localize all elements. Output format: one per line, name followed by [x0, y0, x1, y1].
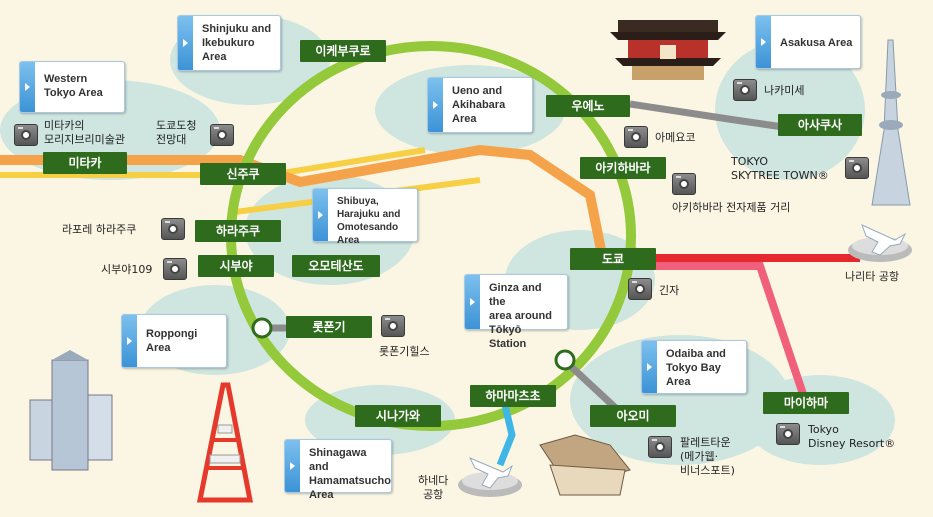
area-ueno-akihabara[interactable]: Ueno and Akihabara Area	[427, 77, 533, 133]
haneda-airport-icon	[458, 457, 522, 497]
camera-icon[interactable]	[163, 258, 187, 280]
camera-icon[interactable]	[210, 124, 234, 146]
camera-icon[interactable]	[624, 126, 648, 148]
station-roppongi[interactable]: 롯폰기	[286, 316, 372, 338]
chevron-right-icon	[285, 440, 300, 492]
station-shinjuku[interactable]: 신주쿠	[200, 163, 286, 185]
station-ueno[interactable]: 우에노	[546, 95, 630, 117]
chevron-right-icon	[465, 275, 480, 329]
buildings-icon	[29, 350, 113, 471]
chevron-right-icon	[428, 78, 443, 132]
rinkai-line	[561, 357, 623, 415]
big-sight-icon	[539, 434, 631, 496]
spot-shibuya109[interactable]: 시부야109	[101, 263, 153, 276]
camera-icon[interactable]	[648, 436, 672, 458]
area-label: Shinjuku and Ikebukuro Area	[202, 23, 272, 63]
tokyo-tower-icon	[196, 382, 254, 503]
station-ikebukuro[interactable]: 이케부쿠로	[300, 40, 386, 62]
camera-icon[interactable]	[672, 173, 696, 195]
camera-icon[interactable]	[733, 79, 757, 101]
area-label: Roppongi Area	[146, 328, 198, 354]
kaminarimon-icon	[610, 20, 726, 80]
station-shibuya[interactable]: 시부야	[198, 255, 274, 277]
area-label: Ueno and Akihabara Area	[452, 85, 506, 125]
monorail-line	[496, 404, 516, 467]
camera-icon[interactable]	[845, 157, 869, 179]
transfer-roppongi	[251, 317, 273, 339]
spot-disney[interactable]: Tokyo Disney Resort®	[808, 423, 896, 450]
station-shinagawa[interactable]: 시나가와	[355, 405, 441, 427]
spot-mitaka-museum[interactable]: 미타카의 모리지브리미술관	[44, 119, 125, 146]
spot-roppongi-hills[interactable]: 롯폰기힐스	[379, 345, 430, 358]
camera-icon[interactable]	[14, 124, 38, 146]
chuo-line	[0, 144, 607, 256]
area-shinagawa[interactable]: Shinagawa and Hamamatsucho Area	[284, 439, 392, 501]
camera-icon[interactable]	[776, 423, 800, 445]
skytree-icon	[871, 39, 911, 206]
area-label: Ginza and the area around Tōkyō Station	[489, 282, 552, 350]
area-label: Shibuya, Harajuku and Omotesando Area	[337, 196, 401, 246]
chevron-right-icon	[756, 16, 771, 68]
station-akihabara[interactable]: 아키하바라	[580, 157, 666, 179]
station-tokyo[interactable]: 도쿄	[570, 248, 656, 270]
camera-icon[interactable]	[161, 218, 185, 240]
spot-laforet[interactable]: 라포레 하라주쿠	[62, 223, 137, 236]
area-label: Shinagawa and Hamamatsucho Area	[309, 447, 391, 501]
spot-ginza[interactable]: 긴자	[659, 284, 680, 297]
chevron-right-icon	[642, 341, 657, 393]
spot-ameyoko[interactable]: 아메요코	[655, 131, 696, 144]
station-aomi[interactable]: 아오미	[590, 405, 676, 427]
area-roppongi[interactable]: Roppongi Area	[121, 314, 227, 368]
area-ginza[interactable]: Ginza and the area around Tōkyō Station	[464, 274, 568, 350]
station-harajuku[interactable]: 하라주쿠	[195, 220, 281, 242]
area-odaiba[interactable]: Odaiba and Tokyo Bay Area	[641, 340, 747, 394]
area-asakusa[interactable]: Asakusa Area	[755, 15, 861, 69]
airport-haneda-label[interactable]: 하네다 공항	[418, 474, 449, 501]
keiyo-line	[650, 262, 809, 402]
chevron-right-icon	[122, 315, 137, 367]
station-asakusa[interactable]: 아사쿠사	[778, 114, 862, 136]
spot-nakamise[interactable]: 나카미세	[764, 84, 805, 97]
spot-skytree[interactable]: TOKYO SKYTREE TOWN®	[731, 155, 829, 182]
camera-icon[interactable]	[628, 278, 652, 300]
area-shibuya[interactable]: Shibuya, Harajuku and Omotesando Area	[312, 188, 418, 246]
station-mitaka[interactable]: 미타카	[43, 152, 127, 174]
area-label: Asakusa Area	[780, 37, 853, 49]
chevron-right-icon	[178, 16, 193, 70]
spot-tocho[interactable]: 도쿄도청 전망대	[156, 119, 197, 146]
area-label: Western Tokyo Area	[44, 73, 103, 99]
spot-pallet-town[interactable]: 팔레트타운 (메가웹· 비너스포트)	[680, 436, 735, 477]
ginza-line	[629, 100, 791, 132]
camera-icon[interactable]	[381, 315, 405, 337]
narita-airport-icon	[848, 224, 912, 262]
area-western-tokyo[interactable]: Western Tokyo Area	[19, 61, 125, 113]
station-omotesando[interactable]: 오모테산도	[292, 255, 380, 277]
airport-narita-label[interactable]: 나리타 공항	[845, 270, 900, 283]
spot-akiba-electric[interactable]: 아키하바라 전자제품 거리	[672, 201, 791, 214]
station-hamamatsucho[interactable]: 하마마츠초	[470, 385, 556, 407]
chevron-right-icon	[20, 62, 35, 112]
area-shinjuku-ikebukuro[interactable]: Shinjuku and Ikebukuro Area	[177, 15, 281, 71]
transfer-hamamatsucho	[554, 349, 576, 371]
station-maihama[interactable]: 마이하마	[763, 392, 849, 414]
chevron-right-icon	[313, 189, 328, 241]
area-label: Odaiba and Tokyo Bay Area	[666, 348, 726, 388]
